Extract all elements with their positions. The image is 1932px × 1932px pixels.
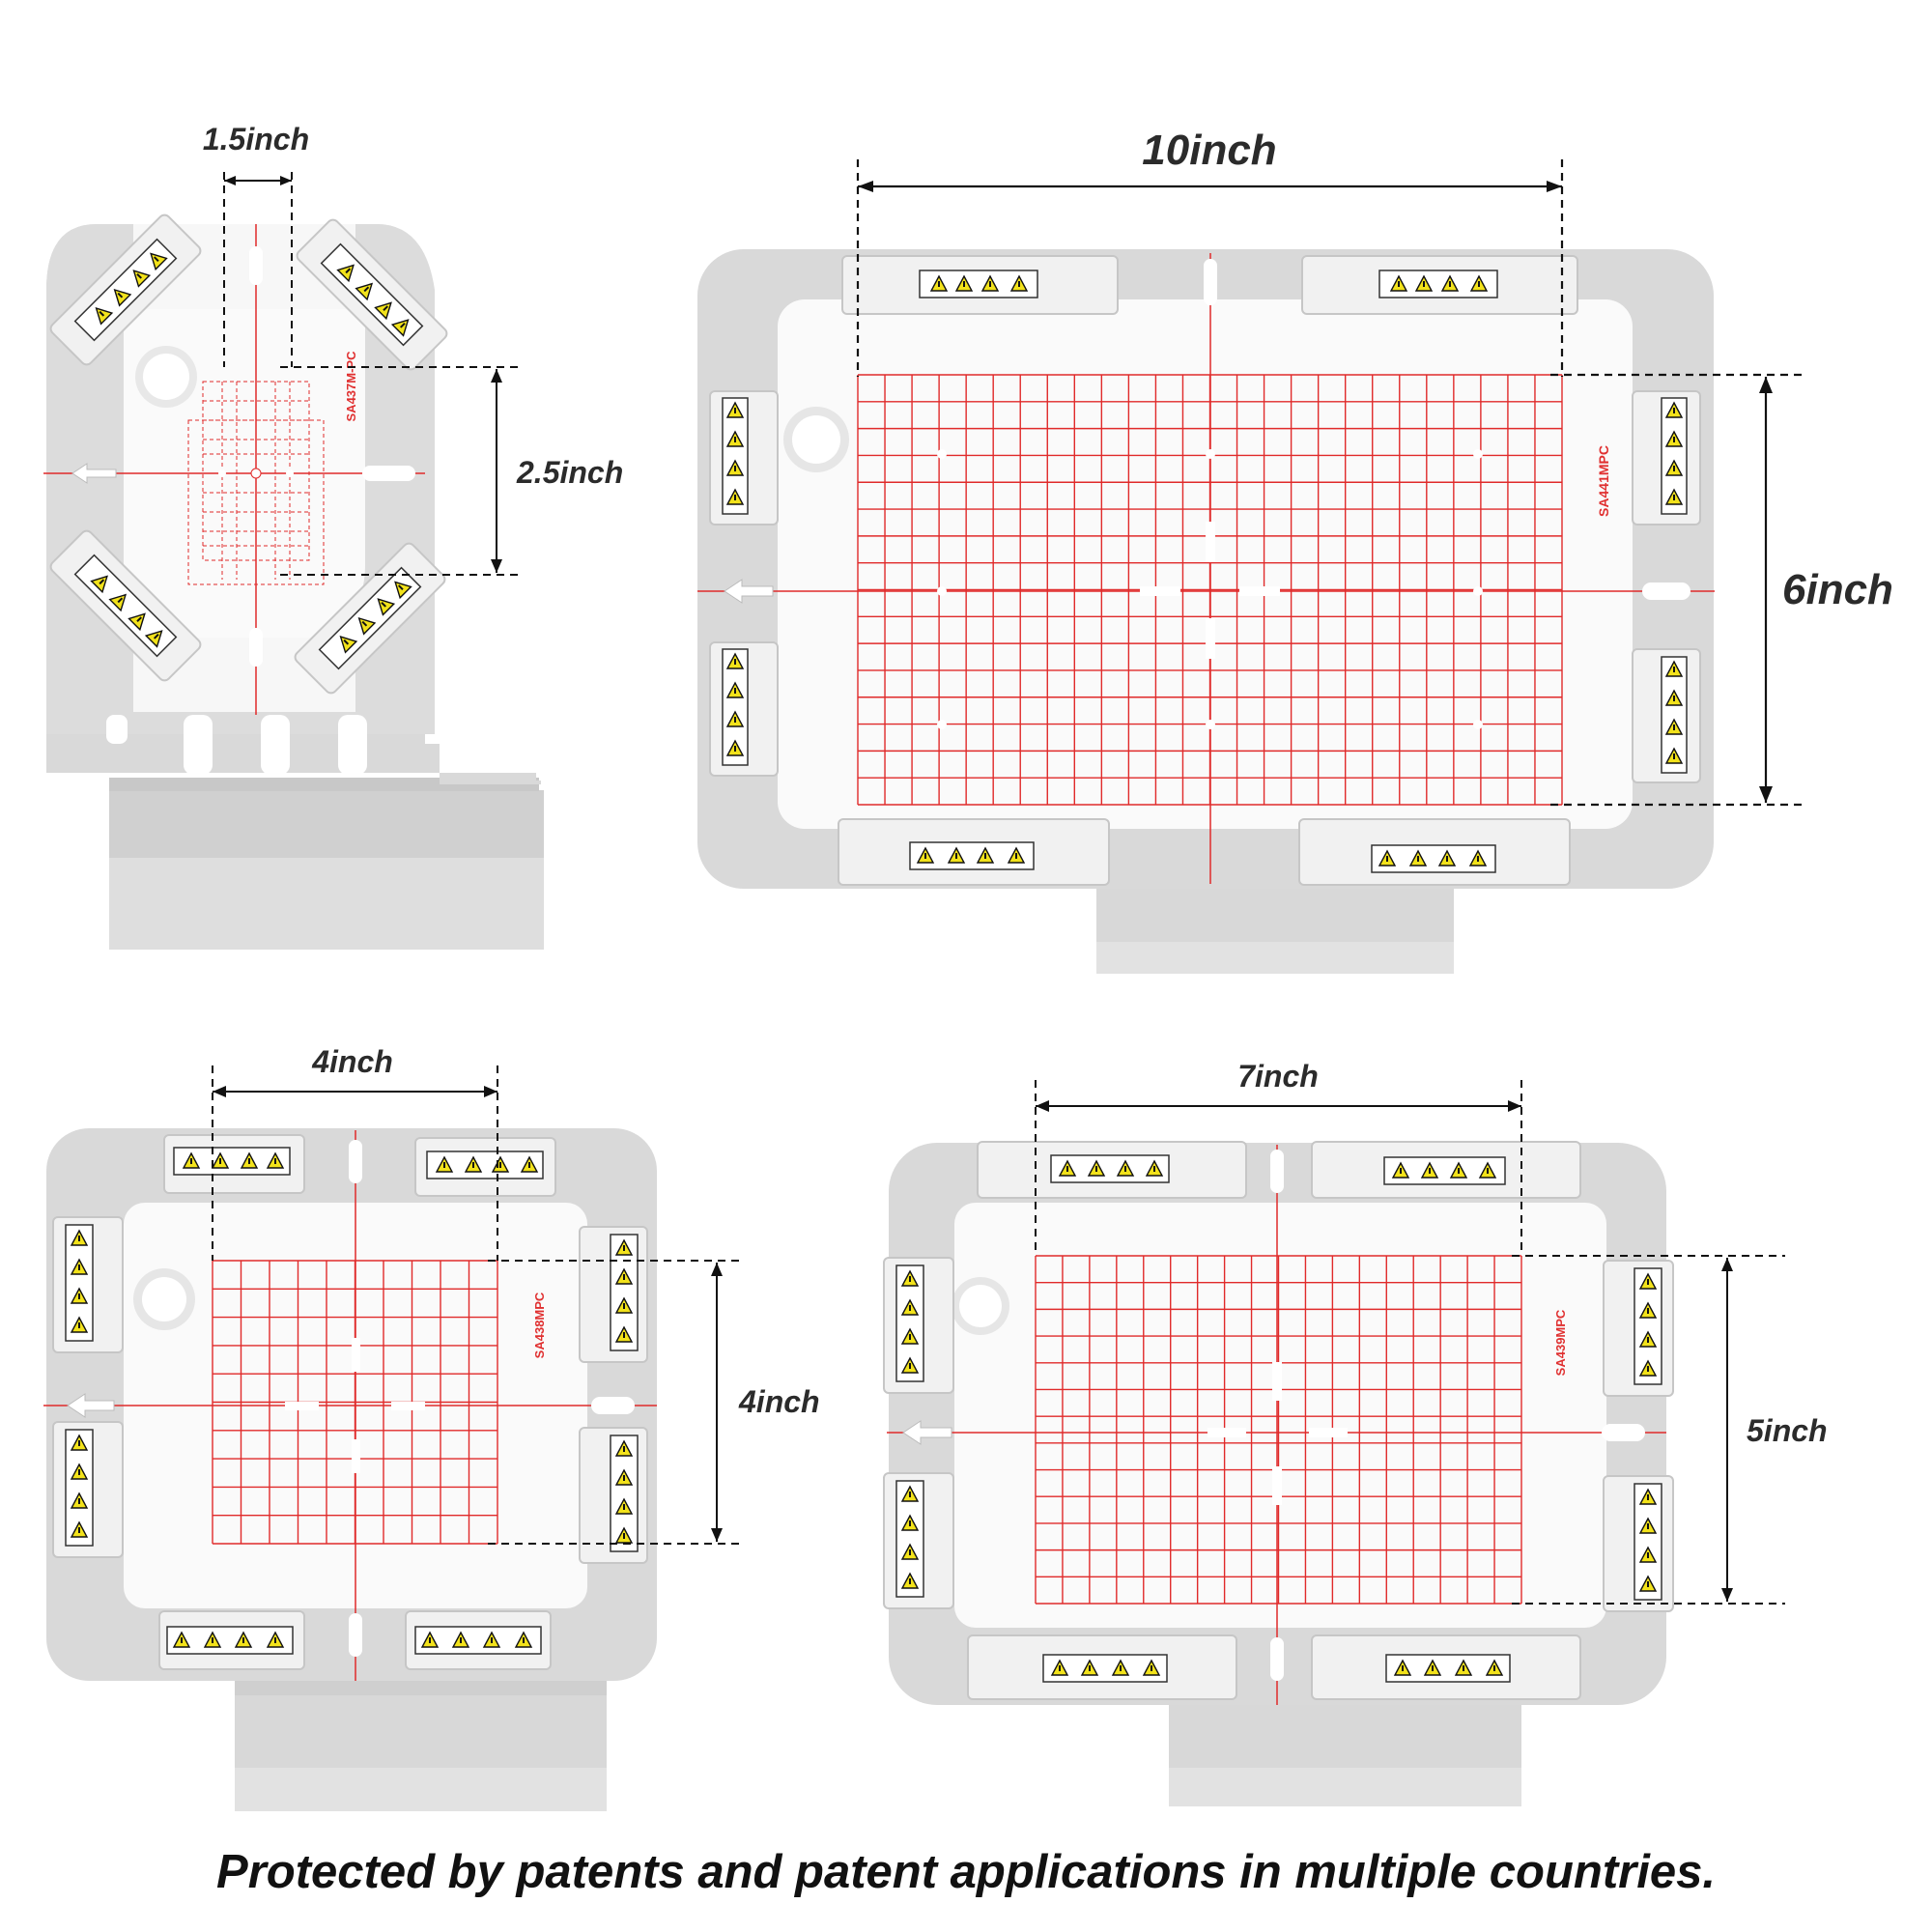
hoop-square-height-label: 4inch xyxy=(738,1384,820,1419)
hoop-large-tab-left-upper xyxy=(709,390,779,526)
hoop-large-tab-right-lower xyxy=(1632,648,1701,783)
hoop-large: SA441MPC xyxy=(697,127,1893,974)
hoop-small-width-label: 1.5inch xyxy=(203,122,309,156)
hoop-small-model: SA437M-PC xyxy=(344,351,358,422)
hoop-small-tab-tr xyxy=(296,218,448,371)
hoop-medium-tab-left-lower xyxy=(883,1472,954,1609)
hoop-medium-tab-top-left xyxy=(977,1141,1247,1199)
hoop-square-tab-bottom-left xyxy=(158,1610,305,1670)
hoop-large-width-label: 10inch xyxy=(1142,127,1276,174)
hoop-medium-height-label: 5inch xyxy=(1747,1413,1828,1448)
hoop-large-tab-right-upper xyxy=(1632,390,1701,526)
hoop-medium: SA439MPC xyxy=(883,1059,1828,1806)
patent-notice: Protected by patents and patent applicat… xyxy=(216,1846,1716,1898)
hoop-square-dimensions xyxy=(212,1065,744,1545)
hoop-medium-dimensions xyxy=(1035,1080,1785,1605)
hoop-small-tab-br xyxy=(294,542,446,695)
hoop-small: SA437M-PC xyxy=(43,122,623,950)
hoop-medium-width-label: 7inch xyxy=(1237,1059,1319,1094)
hoop-medium-tab-bottom-left xyxy=(967,1634,1237,1700)
hoop-medium-tab-right-lower xyxy=(1603,1475,1674,1612)
hoop-large-tab-top-right xyxy=(1301,255,1578,315)
hoop-square-tab-top-left xyxy=(163,1134,305,1194)
hoop-large-tab-bottom-right xyxy=(1298,818,1571,886)
hoop-square-tab-bottom-right xyxy=(405,1610,552,1670)
hoop-large-sheet xyxy=(778,299,1633,829)
hoop-medium-tab-top-right xyxy=(1311,1141,1581,1199)
hoop-medium-sheet xyxy=(954,1203,1606,1628)
hoop-square-tab-right-lower xyxy=(579,1427,648,1564)
hoop-medium-tab-bottom-right xyxy=(1311,1634,1581,1700)
hoop-medium-model: SA439MPC xyxy=(1553,1309,1568,1376)
hoop-small-mount xyxy=(109,790,544,858)
hoop-medium-tab-left-upper xyxy=(883,1257,954,1394)
hoop-large-dimensions xyxy=(856,159,1802,807)
hoop-large-model: SA441MPC xyxy=(1596,445,1611,517)
hoop-square: SA438MPC xyxy=(43,1044,820,1811)
hoop-large-tab-left-lower xyxy=(709,641,779,777)
hoop-small-tab-tl xyxy=(49,213,202,366)
hoop-square-model: SA438MPC xyxy=(532,1292,547,1358)
hoop-square-tab-left-upper xyxy=(52,1216,124,1353)
hoop-square-tab-top-right xyxy=(414,1137,556,1197)
hoop-large-tab-bottom-left xyxy=(838,818,1110,886)
hoop-small-tab-bl xyxy=(49,529,202,682)
hoop-square-tab-left-lower xyxy=(52,1421,124,1558)
hoop-square-tab-right-upper xyxy=(579,1226,648,1363)
hoop-square-width-label: 4inch xyxy=(311,1044,393,1079)
hoop-medium-tab-right-upper xyxy=(1603,1260,1674,1397)
hoop-large-tab-top-left xyxy=(841,255,1119,315)
hoop-large-height-label: 6inch xyxy=(1782,566,1893,613)
hoop-small-height-label: 2.5inch xyxy=(516,455,623,490)
hoop-small-dimensions xyxy=(223,172,520,576)
